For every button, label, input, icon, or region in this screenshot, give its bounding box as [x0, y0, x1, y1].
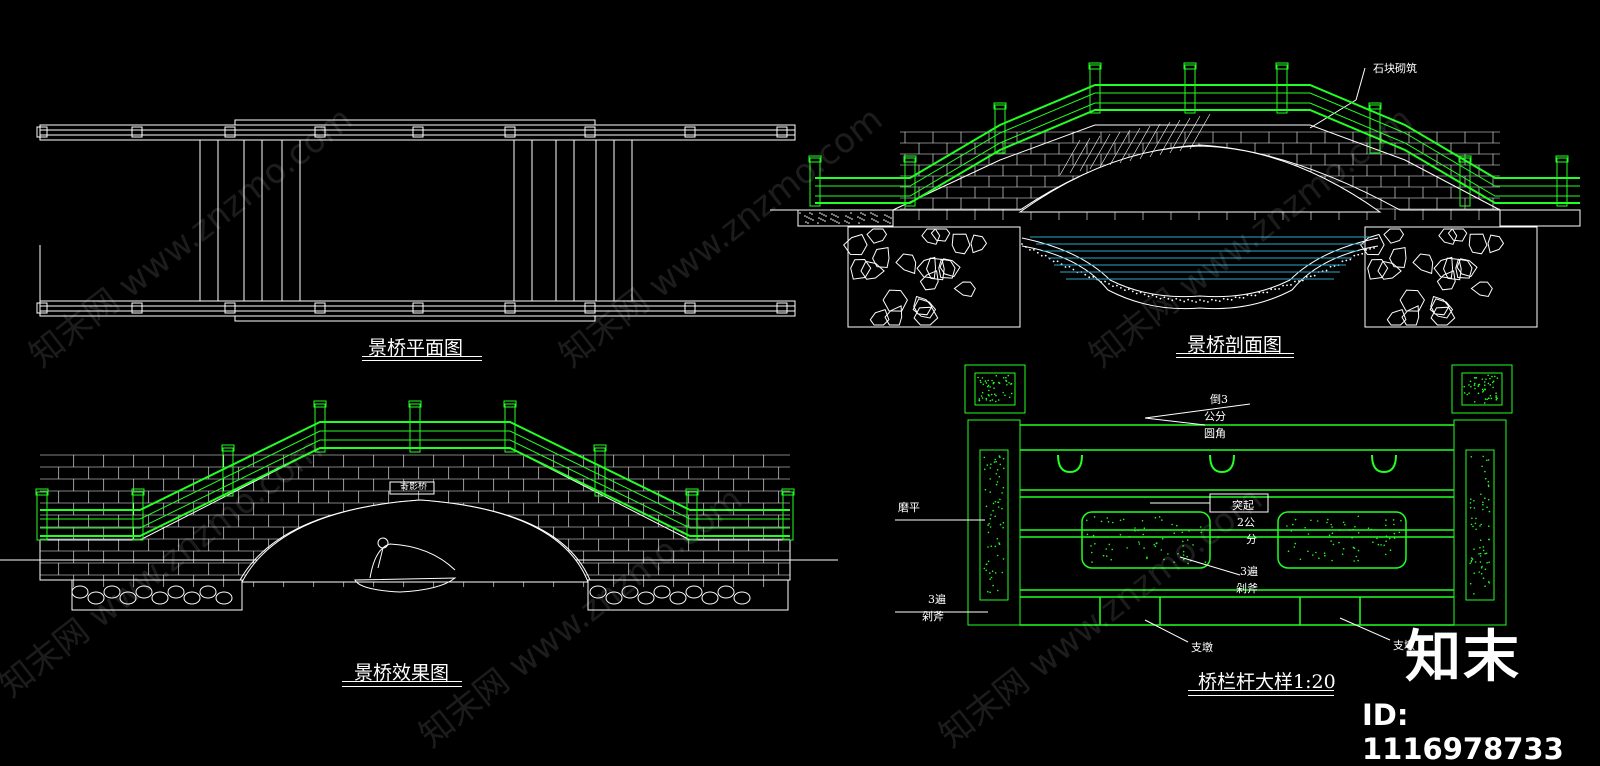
effect-view-title: 景桥效果图	[354, 662, 450, 684]
detail-title-underline-2	[1188, 695, 1334, 696]
raised-note-line-3: 分	[1246, 533, 1257, 546]
drawing-id-watermark: ID: 1116978733	[1362, 698, 1564, 766]
plan-title-underline-2	[362, 360, 482, 361]
chamfer-note-line-1: 倒3	[1210, 393, 1228, 406]
plan-view-title: 景桥平面图	[368, 337, 464, 359]
support-pier-note-right: 支墩	[1393, 639, 1415, 652]
effect-title-underline	[342, 681, 462, 682]
raised-note-line-1: 突起	[1232, 499, 1254, 512]
chamfer-note-line-3: 圆角	[1204, 427, 1226, 440]
section-view-title: 景桥剖面图	[1187, 334, 1283, 356]
axe-finish-note-line-2: 剁斧	[1236, 582, 1258, 595]
section-title-underline	[1176, 353, 1294, 354]
raised-note-line-2: 2公	[1237, 516, 1255, 529]
bridge-name-plaque: 寄影桥	[400, 482, 428, 492]
bridge-effect-view	[0, 400, 838, 611]
axe-finish-left-line-1: 3遍	[928, 593, 946, 606]
bridge-section-view	[770, 62, 1581, 328]
polish-note: 磨平	[898, 501, 920, 514]
support-pier-note-left: 支墩	[1191, 641, 1213, 654]
effect-title-underline-2	[342, 686, 462, 687]
axe-finish-note-line-1: 3遍	[1240, 565, 1258, 578]
railing-detail-title: 桥栏杆大样1:20	[1198, 671, 1336, 693]
chamfer-note-line-2: 公分	[1204, 410, 1226, 423]
plan-title-underline	[362, 356, 482, 357]
railing-detail-view	[895, 364, 1513, 643]
bridge-plan-view	[36, 119, 796, 322]
znzmo-logo-watermark: 知末	[1405, 625, 1521, 690]
section-title-underline-2	[1176, 357, 1294, 358]
stone-masonry-note: 石块砌筑	[1373, 62, 1417, 75]
detail-title-underline	[1188, 690, 1334, 691]
axe-finish-left-line-2: 剁斧	[922, 610, 944, 623]
